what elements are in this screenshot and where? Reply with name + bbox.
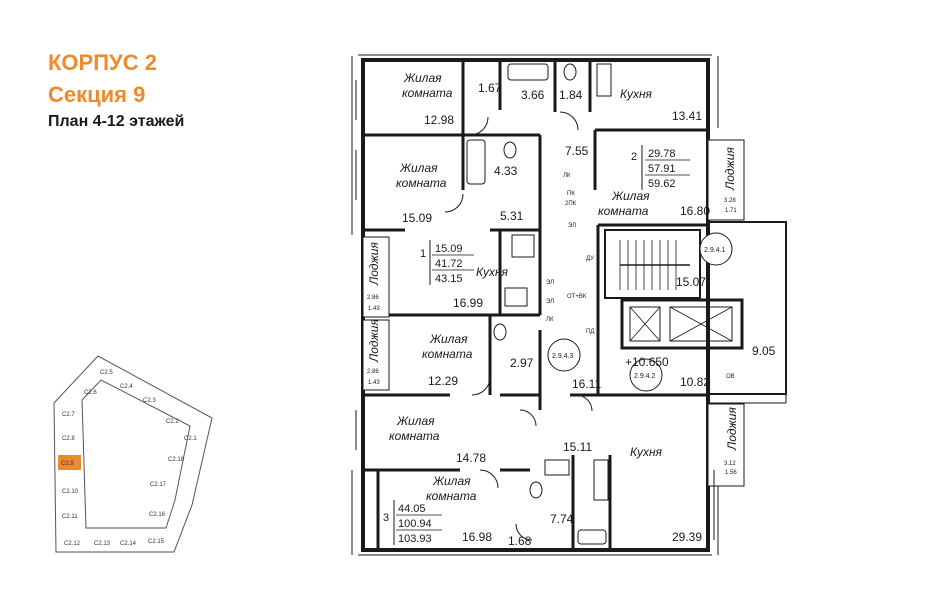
area-label: 7.74 [550, 512, 574, 526]
area-label: 2.97 [510, 356, 534, 370]
loggias [362, 139, 745, 487]
loggia-area: 3.28 [724, 198, 736, 204]
area-label: 15.07 [676, 275, 706, 289]
apartment-rooms: 2 [631, 151, 637, 163]
area-label: 16.99 [453, 296, 483, 310]
area-label: 13.41 [672, 109, 702, 123]
room-label-living: Жилая [403, 71, 442, 85]
area-label: 1.68 [508, 534, 532, 548]
el-label: ЭЛ [546, 280, 554, 286]
area-label: 15.09 [402, 211, 432, 225]
area-label: 1.67 [478, 81, 502, 95]
room-label-living: комната [598, 204, 649, 218]
room-label-living: Жилая [396, 414, 435, 428]
room-labels: Жилая комната Кухня Жилая комната Жилая … [389, 71, 663, 503]
door-swings [444, 111, 593, 541]
elevator-hall-code: 2.9.4.2 [634, 373, 656, 380]
area-labels: 12.98 1.67 3.66 1.84 13.41 7.55 4.33 15.… [402, 81, 776, 548]
area-label: 7.55 [565, 144, 589, 158]
apartment-rooms: 3 [383, 512, 389, 524]
area-label: 16.11 [572, 377, 601, 391]
area-label: 9.05 [752, 344, 776, 358]
apartment-rooms: 1 [420, 248, 426, 260]
room-label-living: комната [422, 347, 473, 361]
loggia-label: Лоджия [367, 242, 381, 286]
room-label-living: Жилая [611, 189, 650, 203]
room-label-living: комната [426, 489, 477, 503]
apartment-total: 57.91 [648, 163, 676, 175]
area-label: 5.31 [500, 209, 524, 223]
corridor-code: 2.9.4.3 [552, 353, 574, 360]
level-mark: +10.650 [625, 355, 669, 369]
pd-label: ПД [586, 329, 594, 335]
loggia-label: Лоджия [367, 319, 381, 363]
room-label-living: комната [402, 86, 453, 100]
windows [355, 54, 715, 556]
room-label-living: комната [396, 176, 447, 190]
otvk-label: ОТ+ВК [567, 294, 587, 300]
area-label: 16.98 [462, 530, 492, 544]
loggia-label: Лоджия [723, 147, 737, 191]
area-label: 16.80 [680, 204, 710, 218]
lk-label: ЛК [563, 173, 571, 179]
staircase [604, 229, 701, 299]
apartment-living: 15.09 [435, 243, 463, 255]
sanitary-fixtures [466, 63, 612, 545]
area-label: 15.11 [563, 440, 592, 454]
section-title: Секция 9 [48, 82, 146, 107]
area-label: 3.66 [521, 88, 545, 102]
area-label: 1.84 [559, 88, 583, 102]
lk-label: ЛК [546, 317, 554, 323]
apartment-1-summary: 1 15.09 41.72 43.15 [420, 240, 474, 285]
elevators [620, 298, 744, 350]
loggia-area: 2.86 [367, 369, 379, 375]
loggia-area: 1.43 [368, 380, 380, 386]
area-label: 29.39 [672, 530, 702, 544]
interior-walls [363, 60, 708, 550]
loggia-area: 1.71 [725, 208, 737, 214]
du-label: ДУ [586, 256, 594, 262]
loggia-area: 2.86 [367, 295, 379, 301]
apartment-total-loggia: 103.93 [398, 533, 432, 545]
room-label-living: Жилая [399, 161, 438, 175]
pk2-label: 2ПК [565, 201, 577, 207]
apartment-total: 100.94 [398, 518, 432, 530]
loggia-label: Лоджия [725, 407, 739, 451]
loggia-area: 1.43 [368, 306, 380, 312]
area-label: 4.33 [494, 164, 518, 178]
building-title: КОРПУС 2 [48, 50, 157, 75]
area-label: 14.78 [456, 451, 486, 465]
room-label-living: комната [389, 429, 440, 443]
apartment-living: 29.78 [648, 148, 676, 160]
ov-label: ОВ [726, 374, 735, 380]
loggia-labels: Лоджия 3.28 1.71 Лоджия 2.86 1.43 Лоджия… [367, 147, 739, 476]
room-label-kitchen: Кухня [630, 445, 663, 459]
stair-code: 2.9.4.1 [704, 247, 726, 254]
common-labels: 2.9.4.1 2.9.4.3 2.9.4.2 +10.650 ОВ ЛК ПК… [546, 173, 735, 380]
loggia-area: 1.56 [725, 470, 737, 476]
area-label: 10.82 [680, 375, 710, 389]
loggia-area: 3.12 [724, 461, 736, 467]
el-label: ЭЛ [546, 299, 554, 305]
pk-label: ПК [567, 191, 575, 197]
room-label-living: Жилая [429, 332, 468, 346]
common-area-markers [547, 232, 733, 392]
room-label-kitchen: Кухня [476, 265, 509, 279]
apartment-living: 44.05 [398, 503, 426, 515]
room-label-living: Жилая [432, 474, 471, 488]
apartment-total: 41.72 [435, 258, 463, 270]
apartment-total-loggia: 59.62 [648, 178, 676, 190]
apartment-2-summary: 2 29.78 57.91 59.62 [631, 145, 690, 190]
area-label: 12.29 [428, 374, 458, 388]
balcony-area [707, 221, 787, 404]
area-label: 12.98 [424, 113, 454, 127]
apartment-3-summary: 3 44.05 100.94 103.93 [383, 500, 442, 545]
floor-plan-subtitle: План 4-12 этажей [48, 113, 185, 130]
el-label: ЭЛ [568, 223, 576, 229]
room-label-kitchen: Кухня [620, 87, 653, 101]
apartment-total-loggia: 43.15 [435, 273, 463, 285]
